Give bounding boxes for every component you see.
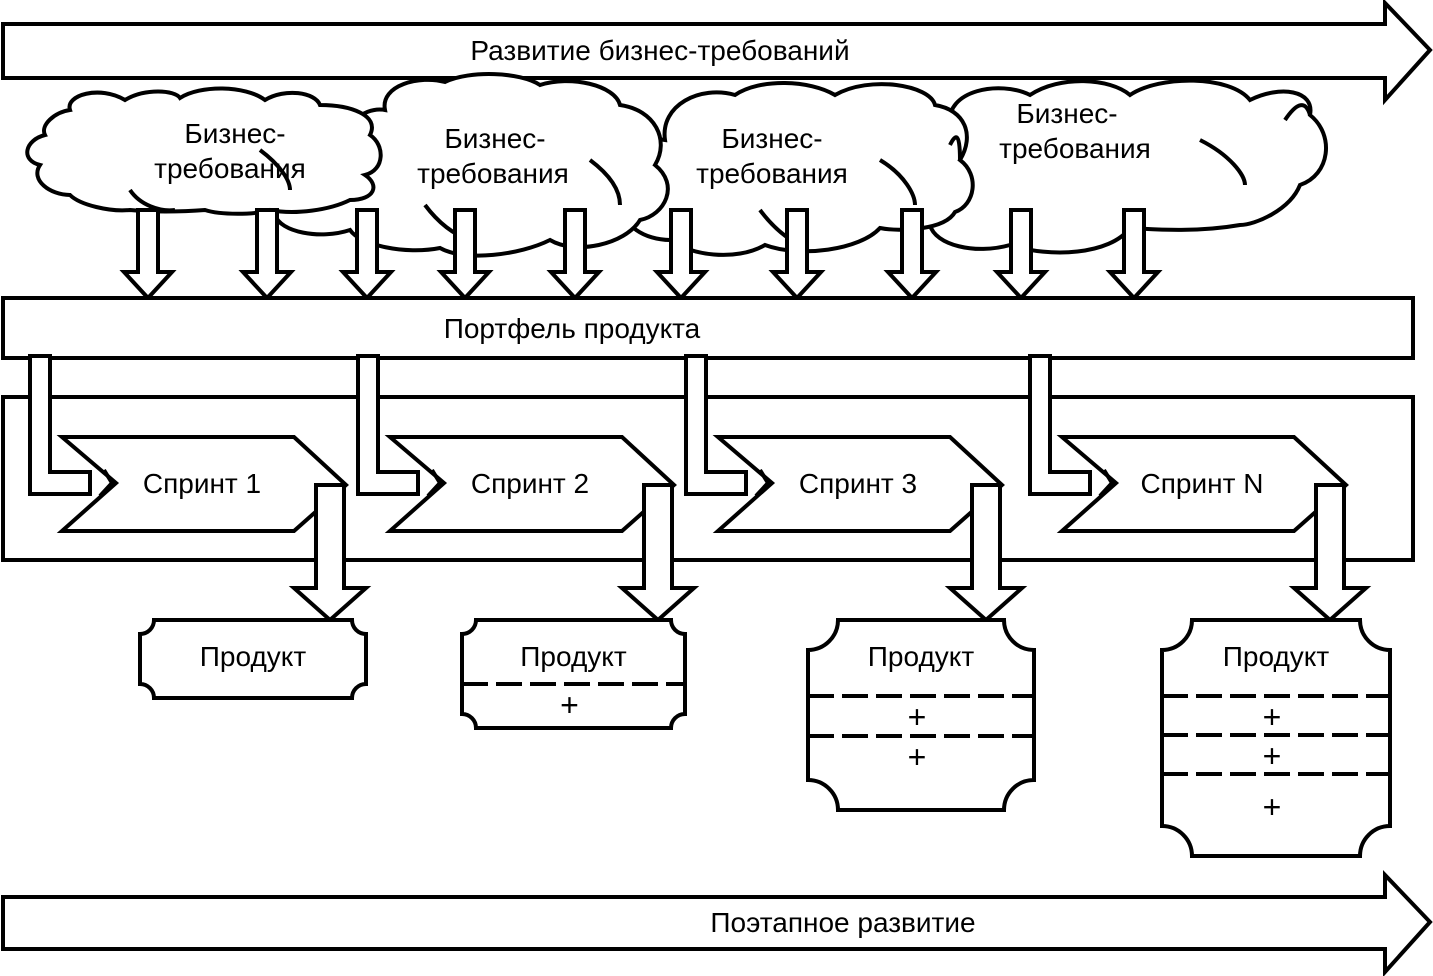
sprint-2: Спринт 2 <box>384 435 677 533</box>
product-1: Продукт <box>138 618 368 700</box>
requirement-arrow <box>652 208 710 301</box>
backlog-label: Портфель продукта <box>444 313 701 344</box>
sprint-output-arrow <box>944 483 1028 623</box>
bottom-arrow-label: Поэтапное развитие <box>710 907 975 938</box>
cloud-3-line2: требования <box>696 158 848 189</box>
cloud-2-line2: требования <box>417 158 569 189</box>
sprint-chevron <box>384 435 677 533</box>
product-box <box>1160 618 1392 858</box>
increment-plus: + <box>908 699 927 735</box>
requirement-arrow <box>768 208 826 301</box>
increment-plus: + <box>1263 699 1282 735</box>
sprint-output-arrow <box>1288 483 1372 623</box>
requirement-arrow <box>1105 208 1163 301</box>
requirement-arrow <box>338 208 396 301</box>
cloud-4: Бизнес- требования <box>909 78 1328 255</box>
sprint-3: Спринт 3 <box>712 435 1005 533</box>
sprint-4: Спринт N <box>1056 435 1349 533</box>
product-label: Продукт <box>520 641 627 672</box>
increment-plus: + <box>908 739 927 775</box>
cloud-4-line2: требования <box>999 133 1151 164</box>
product-3: Продукт + + <box>806 618 1036 812</box>
sprint-label: Спринт N <box>1141 468 1264 499</box>
sprint-output-arrow <box>616 483 700 623</box>
cloud-1: Бизнес- требования <box>25 86 383 216</box>
sprint-chevron <box>1056 435 1349 533</box>
sprint-label: Спринт 3 <box>799 468 917 499</box>
product-box <box>460 618 687 730</box>
requirement-arrow <box>238 208 296 301</box>
sprint-label: Спринт 2 <box>471 468 589 499</box>
product-2: Продукт + <box>460 618 687 730</box>
increment-plus: + <box>1263 738 1282 774</box>
product-box <box>806 618 1036 812</box>
requirement-arrow <box>546 208 604 301</box>
backlog-feed-connector <box>28 354 92 496</box>
cloud-1-line2: требования <box>154 153 306 184</box>
sprints: Спринт 1 Спринт 2 Спринт 3 Спринт N <box>56 435 1349 533</box>
backlog-feed-connector <box>684 354 748 496</box>
backlog-feed-connectors <box>28 354 1092 496</box>
increment-plus: + <box>560 687 579 723</box>
product-box <box>138 618 368 700</box>
sprint-output-arrow <box>288 483 372 623</box>
top-arrow-label: Развитие бизнес-требований <box>470 35 849 66</box>
increment-plus: + <box>1263 789 1282 825</box>
requirement-arrow <box>883 208 941 301</box>
cloud-1-line1: Бизнес- <box>184 118 285 149</box>
sprint-label: Спринт 1 <box>143 468 261 499</box>
requirement-arrow <box>436 208 494 301</box>
sprint-1: Спринт 1 <box>56 435 349 533</box>
cloud-2-line1: Бизнес- <box>444 123 545 154</box>
bottom-progress-arrow: Поэтапное развитие <box>1 870 1433 976</box>
sprint-chevron <box>712 435 1005 533</box>
backlog-feed-connector <box>1028 354 1092 496</box>
product-4: Продукт+++ <box>1160 618 1392 858</box>
requirement-arrow <box>119 208 177 301</box>
requirement-arrow <box>992 208 1050 301</box>
product-label: Продукт <box>868 641 975 672</box>
cloud-4-line1: Бизнес- <box>1016 98 1117 129</box>
backlog-feed-connector <box>356 354 420 496</box>
product-backlog: Портфель продукта <box>1 296 1415 360</box>
requirement-arrows <box>119 208 1163 301</box>
sprint-chevron <box>56 435 349 533</box>
cloud-3-line1: Бизнес- <box>721 123 822 154</box>
product-label: Продукт <box>1223 641 1330 672</box>
product-label: Продукт <box>200 641 307 672</box>
top-progress-arrow: Развитие бизнес-требований <box>1 0 1433 106</box>
